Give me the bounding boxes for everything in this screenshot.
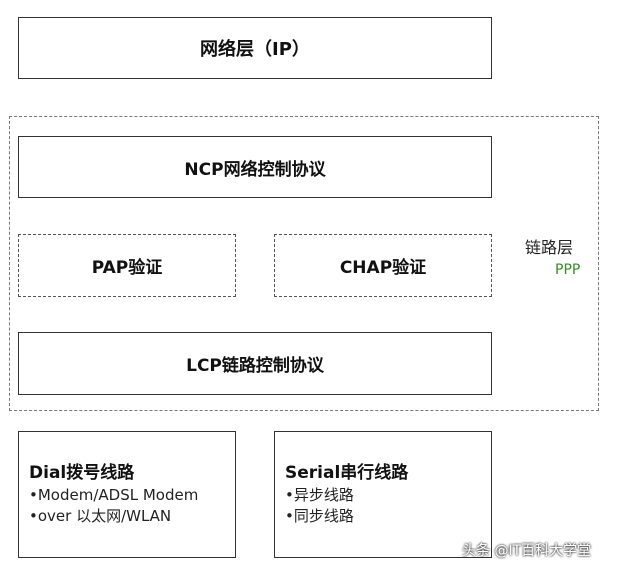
link-layer-label: 链路层 PPP: [525, 237, 595, 281]
watermark: 头条 @IT百科大学堂: [462, 543, 592, 559]
ncp-label: NCP网络控制协议: [184, 159, 326, 180]
ncp-box: NCP网络控制协议: [18, 136, 492, 198]
serial-line-box: Serial串行线路 异步线路 同步线路: [274, 431, 492, 558]
network-layer-label: 网络层（IP）: [200, 39, 310, 60]
dial-line-box: Dial拨号线路 Modem/ADSL Modem over 以太网/WLAN: [18, 431, 236, 558]
link-layer-title: 链路层: [525, 238, 574, 257]
lcp-label: LCP链路控制协议: [186, 356, 324, 376]
link-layer-ppp: PPP: [555, 262, 581, 278]
pap-box: PAP验证: [18, 234, 236, 297]
dial-item-ethernet: over 以太网/WLAN: [29, 506, 235, 527]
pap-label: PAP验证: [91, 258, 163, 278]
chap-box: CHAP验证: [274, 234, 492, 297]
serial-item-async: 异步线路: [285, 485, 491, 506]
dial-title: Dial拨号线路: [29, 463, 135, 483]
ppp-link-layer-group: [9, 116, 599, 411]
chap-label: CHAP验证: [339, 258, 427, 278]
dial-item-modem: Modem/ADSL Modem: [29, 485, 235, 506]
lcp-box: LCP链路控制协议: [18, 332, 492, 395]
serial-item-sync: 同步线路: [285, 506, 491, 527]
network-layer-box: 网络层（IP）: [18, 17, 492, 79]
serial-title: Serial串行线路: [285, 463, 409, 483]
